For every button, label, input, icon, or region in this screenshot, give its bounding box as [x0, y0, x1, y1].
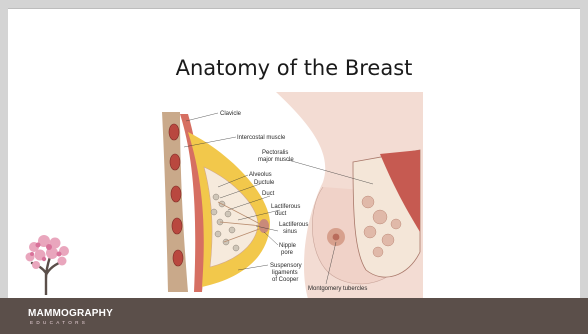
- label-pectoralis-2: major muscle: [258, 157, 294, 163]
- label-lactiferous-sinus-1: Lactiferous: [279, 222, 308, 228]
- label-ductule: Ductule: [254, 180, 275, 186]
- nipple: [333, 234, 340, 241]
- footer-bar: MAMMOGRAPHY EDUCATORS: [0, 298, 588, 334]
- nipple-cross-section: [259, 219, 269, 233]
- label-nipple-pore-1: Nipple: [279, 243, 297, 249]
- label-montgomery-tubercles: Montgomery tubercles: [308, 286, 367, 292]
- label-nipple-pore-2: pore: [281, 250, 294, 256]
- label-lactiferous-duct-2: duct: [275, 211, 287, 217]
- label-suspensory-2: ligaments: [272, 270, 298, 276]
- slide-title: Anatomy of the Breast: [8, 56, 580, 80]
- label-suspensory-3: of Cooper: [272, 277, 298, 283]
- brand-subtitle: EDUCATORS: [30, 320, 88, 325]
- cherry-tree-logo: [24, 233, 72, 295]
- label-lactiferous-duct-1: Lactiferous: [271, 204, 300, 210]
- label-suspensory-1: Suspensory: [270, 263, 302, 269]
- label-clavicle: Clavicle: [220, 111, 242, 117]
- label-intercostal-muscle: Intercostal muscle: [237, 135, 286, 141]
- label-pectoralis-1: Pectoralis: [262, 150, 288, 156]
- slide-page: Anatomy of the Breast: [8, 8, 580, 299]
- breast-anatomy-illustration: Clavicle Intercostal muscle Pectoralis m…: [158, 92, 423, 299]
- label-alveolus: Alveolus: [249, 172, 272, 178]
- brand-name: MAMMOGRAPHY: [28, 308, 113, 319]
- label-duct: Duct: [262, 191, 275, 197]
- label-lactiferous-sinus-2: sinus: [283, 229, 297, 235]
